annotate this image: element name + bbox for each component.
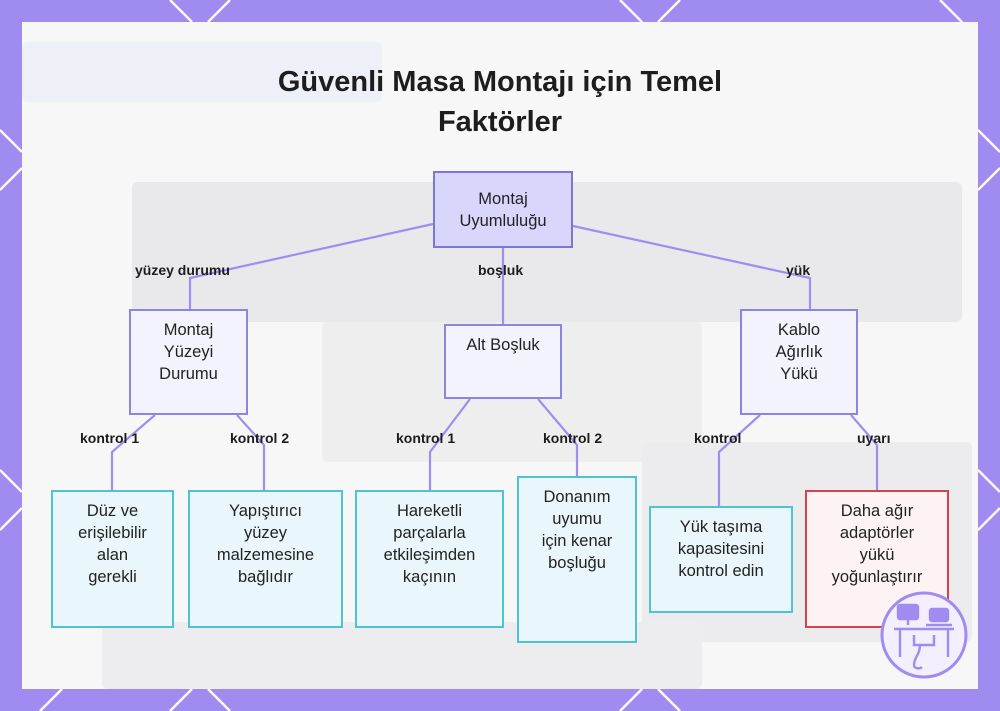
edge-label-leaf-1: kontrol 1 bbox=[80, 430, 140, 446]
leaf-node-line: adaptörler bbox=[839, 524, 915, 542]
leaf-node-1: Düz ve erişilebilir alan gerekli bbox=[51, 490, 174, 628]
leaf-node-line: kontrol edin bbox=[678, 562, 764, 580]
branch-node-line: Yükü bbox=[780, 365, 818, 383]
root-node-line: Montaj bbox=[478, 189, 528, 208]
leaf-node-line: yoğunlaştırır bbox=[831, 568, 923, 586]
edge-load-warning bbox=[850, 414, 879, 490]
leaf-node-4: Donanım uyumu için kenar boşluğu bbox=[517, 476, 637, 643]
edge-clearance-check1 bbox=[428, 398, 471, 490]
leaf-node-line: boşluğu bbox=[548, 554, 606, 572]
branch-node-clearance: Alt Boşluk bbox=[444, 324, 562, 399]
edge-label-load: yük bbox=[786, 262, 811, 278]
leaf-node-line: yüzey bbox=[243, 524, 288, 542]
leaf-node-line: gerekli bbox=[88, 568, 137, 586]
branch-node-line: Ağırlık bbox=[775, 343, 823, 361]
branch-node-load: Kablo Ağırlık Yükü bbox=[740, 309, 858, 415]
edge-label-clearance: boşluk bbox=[478, 262, 524, 278]
edge-clearance-check2 bbox=[537, 398, 579, 476]
leaf-node-line: kapasitesini bbox=[677, 540, 765, 558]
edge-label-leaf-5: kontrol bbox=[694, 430, 742, 446]
root-node: Montaj Uyumluluğu bbox=[433, 171, 573, 248]
leaf-node-line: etkileşimden bbox=[383, 546, 476, 564]
edge-label-surface: yüzey durumu bbox=[135, 262, 230, 278]
leaf-node-line: Donanım bbox=[543, 488, 611, 506]
leaf-node-line: için kenar bbox=[541, 532, 613, 550]
edge-label-leaf-2: kontrol 2 bbox=[230, 430, 290, 446]
leaf-node-5: Yük taşıma kapasitesini kontrol edin bbox=[649, 506, 793, 613]
edge-label-leaf-4: kontrol 2 bbox=[543, 430, 603, 446]
branch-node-line: Durumu bbox=[159, 365, 218, 383]
title-line-2: Faktörler bbox=[437, 106, 563, 138]
leaf-node-line: malzemesine bbox=[216, 546, 315, 564]
leaf-node-line: yükü bbox=[859, 546, 895, 564]
branch-node-line: Alt Boşluk bbox=[466, 336, 540, 354]
leaf-node-line: Hareketli bbox=[396, 502, 463, 520]
desk-setup-icon bbox=[880, 591, 968, 679]
branch-node-line: Montaj bbox=[163, 321, 214, 339]
leaf-node-line: erişilebilir bbox=[78, 524, 147, 542]
leaf-node-line: Düz ve bbox=[86, 502, 139, 520]
leaf-node-line: Daha ağır bbox=[840, 502, 914, 520]
edge-root-load bbox=[572, 224, 812, 309]
leaf-node-3: Hareketli parçalarla etkileşimden kaçını… bbox=[355, 490, 504, 628]
branch-node-line: Yüzeyi bbox=[163, 343, 214, 361]
branch-node-line: Kablo bbox=[777, 321, 821, 339]
branch-node-surface: Montaj Yüzeyi Durumu bbox=[129, 309, 248, 415]
edge-root-surface bbox=[188, 222, 434, 309]
edge-surface-check2 bbox=[236, 414, 266, 490]
background-blur bbox=[22, 42, 382, 102]
root-node-line: Uyumluluğu bbox=[459, 211, 547, 230]
edge-load-check bbox=[717, 414, 761, 506]
leaf-node-line: kaçının bbox=[402, 568, 457, 586]
edge-label-leaf-6: uyarı bbox=[857, 430, 891, 446]
edge-surface-check1 bbox=[110, 414, 156, 490]
leaf-node-line: Yapıştırıcı bbox=[228, 502, 303, 520]
edge-label-leaf-3: kontrol 1 bbox=[396, 430, 456, 446]
leaf-node-2: Yapıştırıcı yüzey malzemesine bağlıdır bbox=[188, 490, 343, 628]
leaf-node-line: Yük taşıma bbox=[679, 518, 763, 536]
leaf-node-line: alan bbox=[96, 546, 129, 564]
leaf-node-line: bağlıdır bbox=[237, 568, 294, 586]
diagram-title: Güvenli Masa Montajı için Temel Faktörle… bbox=[200, 62, 800, 142]
leaf-node-line: parçalarla bbox=[393, 524, 466, 542]
leaf-node-line: uyumu bbox=[552, 510, 602, 528]
title-line-1: Güvenli Masa Montajı için Temel bbox=[277, 66, 723, 98]
